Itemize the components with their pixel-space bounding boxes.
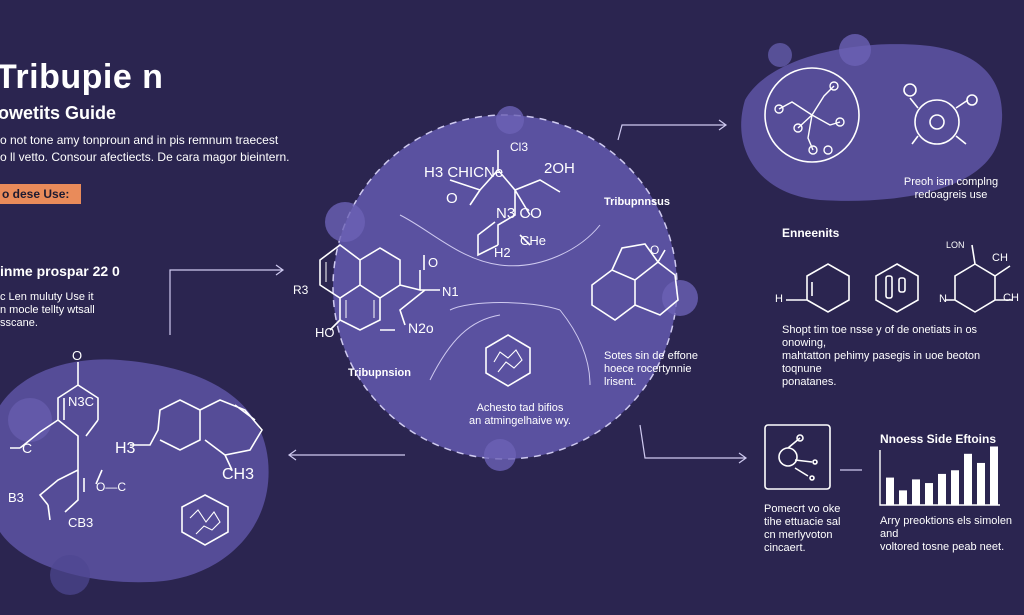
label-h2: H2 [494,245,511,260]
chart-bar-3 [912,479,920,505]
label-ch3: CH3 [222,466,255,483]
top-right-caption-line-2: redoagreis use [914,189,988,201]
page-title: Tribupie n [0,58,164,96]
label-n-right: N [939,293,947,305]
hexagon-bracket-icon [875,263,919,313]
center-label-mid: Tribupnsion [348,367,411,379]
label-n2o: N2o [408,320,434,336]
label-o-ring: O [428,255,439,270]
chart-axes [879,450,1000,506]
chart-bar-6 [951,470,959,505]
left-line-1: c Len muluty Use it [0,291,94,303]
label-n3c: N3C [68,394,95,409]
label-b3: B3 [8,490,24,505]
center-top-chain [449,150,561,257]
arrow-left-to-center [169,269,282,335]
enneents-text: Shopt tim toe nsse y of de onetiats in o… [782,324,1022,389]
intro-line-1: o not tone amy tonproun and in pis remnu… [0,133,279,147]
center-fused-rings [319,244,440,331]
intro-text: o not tone amy tonproun and in pis remnu… [0,132,300,166]
label-2oh: 2OH [544,160,575,177]
center-hex [485,334,531,387]
cta-button[interactable]: o dese Use: [0,184,82,204]
piperidine-icon [945,244,1012,313]
center-bottom-line-1: Achesto tad bifios [476,402,564,414]
center-right-line-1: Sotes sin de effone [604,350,698,362]
label-h-right: H [775,293,783,305]
side-left-line-1: Pomecrt vo oke [764,503,841,515]
label-ho: HO [315,325,335,340]
intro-line-2: o ll vetto. Consour afectiects. De cara … [0,150,290,164]
label-c-left: C [22,440,33,456]
label-o-hex: O [650,243,660,257]
center-right-text: Sotes sin de effone hoece rocertynnie lr… [604,350,714,389]
label-n1: N1 [442,284,459,299]
left-molecule-blob [0,359,269,583]
side-right-line-2: voltored tosne peab neet. [880,541,1005,553]
left-molecule-chain [10,362,103,521]
top-right-caption: Preoh ism complng redoagreis use [896,176,1006,202]
top-right-caption-line-1: Preoh ism complng [903,176,999,188]
ring-node-icon [914,99,960,145]
label-lon: LON [946,240,965,250]
label-r3: R3 [293,283,309,297]
left-description: c Len muluty Use it n mocle tellty wtsal… [0,291,140,330]
left-line-2: n mocle tellty wtsall [0,304,95,316]
left-molecule-rings [130,399,263,471]
center-right-indane [591,243,679,321]
label-o-leftmol: O [72,348,83,363]
chart-bar-9 [990,446,998,505]
center-right-line-2: hoece rocertynnie [604,363,692,375]
side-effects-heading: Nnoess Side Eftoins [880,432,997,446]
label-cb3: CB3 [68,515,94,530]
chart-bar-4 [925,483,933,505]
center-bottom-line-2: an atmingelhaive wy. [469,415,571,427]
benzene-icon [786,263,850,313]
center-bottom-text: Achesto tad bifios an atmingelhaive wy. [460,402,580,428]
chart-bar-7 [964,453,972,505]
enneents-line-2: mahtatton pehimy pasegis in uoe beoton t… [782,350,981,375]
enneents-line-1: Shopt tim toe nsse y of de onetiats in o… [782,324,978,349]
left-hex-squiggle [181,494,229,546]
side-effects-chart [886,446,998,505]
left-heading: inme prospar 22 0 [0,263,120,279]
side-left-line-3: cn merlyvoton [764,529,833,541]
side-effects-right-text: Arry preoktions els simolen and voltored… [880,515,1024,554]
chart-bar-5 [938,473,946,505]
side-effect-icon-frame [764,424,831,490]
label-o-left: O [446,190,458,207]
network-circle [764,67,860,163]
center-right-line-3: lrisent. [604,376,637,388]
side-right-line-1: Arry preoktions els simolen and [880,515,1013,540]
enneents-heading: Enneenits [782,226,840,240]
label-ch-right: CH [992,252,1008,264]
label-n3co: N3 CO [496,205,542,222]
chart-bar-8 [977,462,985,505]
label-chicne: H3 CHICNe [424,164,504,181]
page-subtitle: owetits Guide [0,103,117,123]
label-che: CHe [520,233,547,248]
side-left-line-4: cincaert. [764,542,806,554]
side-effects-left-text: Pomecrt vo oke tihe ettuacie sal cn merl… [764,503,854,555]
side-left-line-2: tihe ettuacie sal [764,516,841,528]
arrow-center-to-topright [617,124,725,141]
chart-bar-2 [899,490,907,505]
center-circle [333,115,677,459]
label-cl3: Cl3 [510,140,529,154]
enneents-line-3: ponatanes. [782,376,837,388]
label-cl-right: CH [1003,292,1019,304]
label-h3: H3 [115,440,136,457]
arrow-center-to-sideeffects [639,424,745,459]
center-label-top: Tribupnnsus [604,196,670,208]
left-line-3: sscane. [0,317,38,329]
chart-bar-1 [886,477,894,505]
label-o-c: O—C [96,480,126,494]
